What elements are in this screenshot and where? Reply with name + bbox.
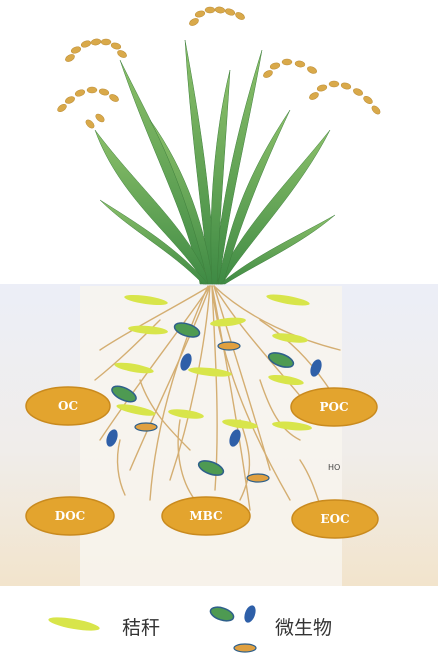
straw-pieces (114, 294, 312, 431)
legend-microbe-blue-icon (244, 605, 256, 623)
pool-mbc: MBC (161, 496, 251, 536)
rice-panicles (57, 6, 381, 129)
pool-eoc: EOC (291, 499, 379, 539)
microbe-blue (229, 429, 241, 447)
pool-doc: DOC (25, 496, 115, 536)
legend-microbe-label: 微生物 (275, 617, 332, 639)
microbe-green (173, 322, 201, 338)
microbe-green (267, 352, 295, 368)
microbe-orange (217, 341, 241, 351)
pool-mbc-label: MBC (189, 509, 222, 523)
legend-microbe-green-icon (209, 606, 235, 622)
pool-oc-label: OC (58, 399, 78, 413)
pool-poc: POC (290, 387, 378, 427)
microbe-blue (180, 353, 192, 371)
rice-plant (57, 6, 381, 285)
microbe-blue (310, 359, 322, 377)
pool-poc-label: POC (319, 400, 348, 414)
microbe-orange (134, 422, 158, 432)
legend: 秸秆 微生物 (48, 605, 332, 653)
legend-microbe-orange-icon (233, 643, 257, 653)
microbes (106, 322, 322, 483)
carbon-pools: OC POC DOC MBC EOC (25, 386, 379, 539)
roots (94, 285, 341, 511)
pool-eoc-label: EOC (320, 512, 349, 526)
legend-straw-label: 秸秆 (122, 617, 160, 639)
pool-oc: OC (25, 386, 111, 426)
microbe-orange (246, 473, 270, 483)
microbe-blue (106, 429, 118, 447)
annotation-ho: HO (328, 463, 340, 472)
microbe-green (111, 385, 137, 403)
microbe-green (197, 460, 225, 476)
legend-straw-icon (48, 617, 100, 631)
pool-doc-label: DOC (55, 509, 85, 523)
rhizosphere-box (80, 286, 342, 586)
